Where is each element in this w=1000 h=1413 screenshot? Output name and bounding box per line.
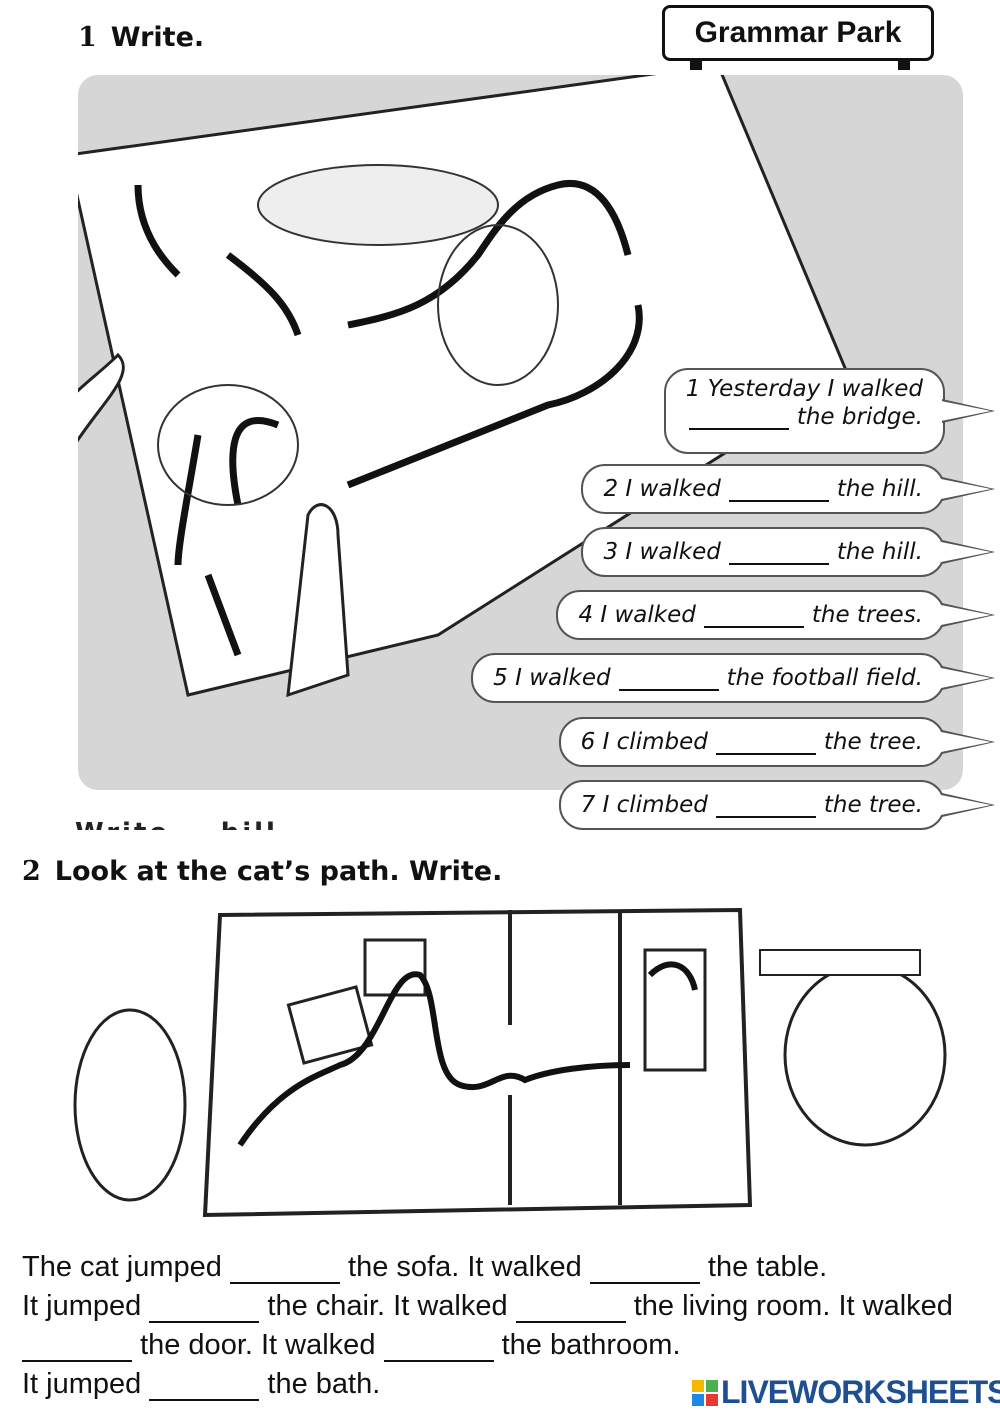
- cat-answer-input-2[interactable]: [589, 1256, 700, 1284]
- tree-cluster: [437, 224, 559, 386]
- cat-answer-input-4[interactable]: [515, 1295, 626, 1323]
- path-arrows: [174, 304, 643, 657]
- cat-answer-input-3[interactable]: [149, 1295, 260, 1323]
- grammar-park-sign: Grammar Park: [662, 5, 934, 61]
- section2-instruction: Look at the cat’s path. Write.: [54, 856, 503, 887]
- house-drawing: [73, 907, 947, 1218]
- speech-bubble-1: 1 Yesterday I walked the bridge.: [663, 368, 945, 454]
- chair: [363, 938, 427, 997]
- answer-input-3[interactable]: [728, 539, 829, 565]
- park-map-drawing: [78, 75, 850, 698]
- cat-answer-input-6[interactable]: [383, 1334, 494, 1362]
- hand-right: [286, 503, 350, 698]
- hand-left: [78, 352, 125, 443]
- section1-instruction: Write.: [110, 22, 205, 53]
- cat-wet: [783, 963, 947, 1147]
- cat-answer-input-7[interactable]: [149, 1373, 260, 1401]
- tree: [157, 384, 299, 506]
- logo-icon: [692, 1379, 718, 1406]
- cat-path-arrows: [237, 961, 698, 1147]
- cat-answer-input-1[interactable]: [229, 1256, 340, 1284]
- sink-shelf: [759, 949, 921, 976]
- cat-dry: [73, 1008, 187, 1202]
- sign-post: [898, 58, 910, 70]
- cat-answer-input-5[interactable]: [22, 1334, 132, 1362]
- answer-input-1[interactable]: [688, 404, 789, 430]
- answer-input-5[interactable]: [618, 665, 719, 691]
- liveworksheets-logo: LIVEWORKSHEETS: [692, 1374, 1000, 1411]
- answer-input-6[interactable]: [715, 729, 816, 755]
- answer-input-4[interactable]: [703, 602, 804, 628]
- path-arrows: [134, 180, 632, 337]
- cut-off-text: Write... hill: [75, 818, 278, 830]
- sign-post: [690, 58, 702, 70]
- pond: [257, 164, 499, 246]
- answer-input-7[interactable]: [715, 792, 816, 818]
- house-floorplan: [202, 907, 753, 1218]
- cat-path-illustration: [20, 905, 970, 1235]
- answer-input-2[interactable]: [728, 476, 829, 502]
- cat-path-paragraph: The cat jumped the sofa. It walked the t…: [22, 1251, 953, 1401]
- table: [286, 985, 374, 1065]
